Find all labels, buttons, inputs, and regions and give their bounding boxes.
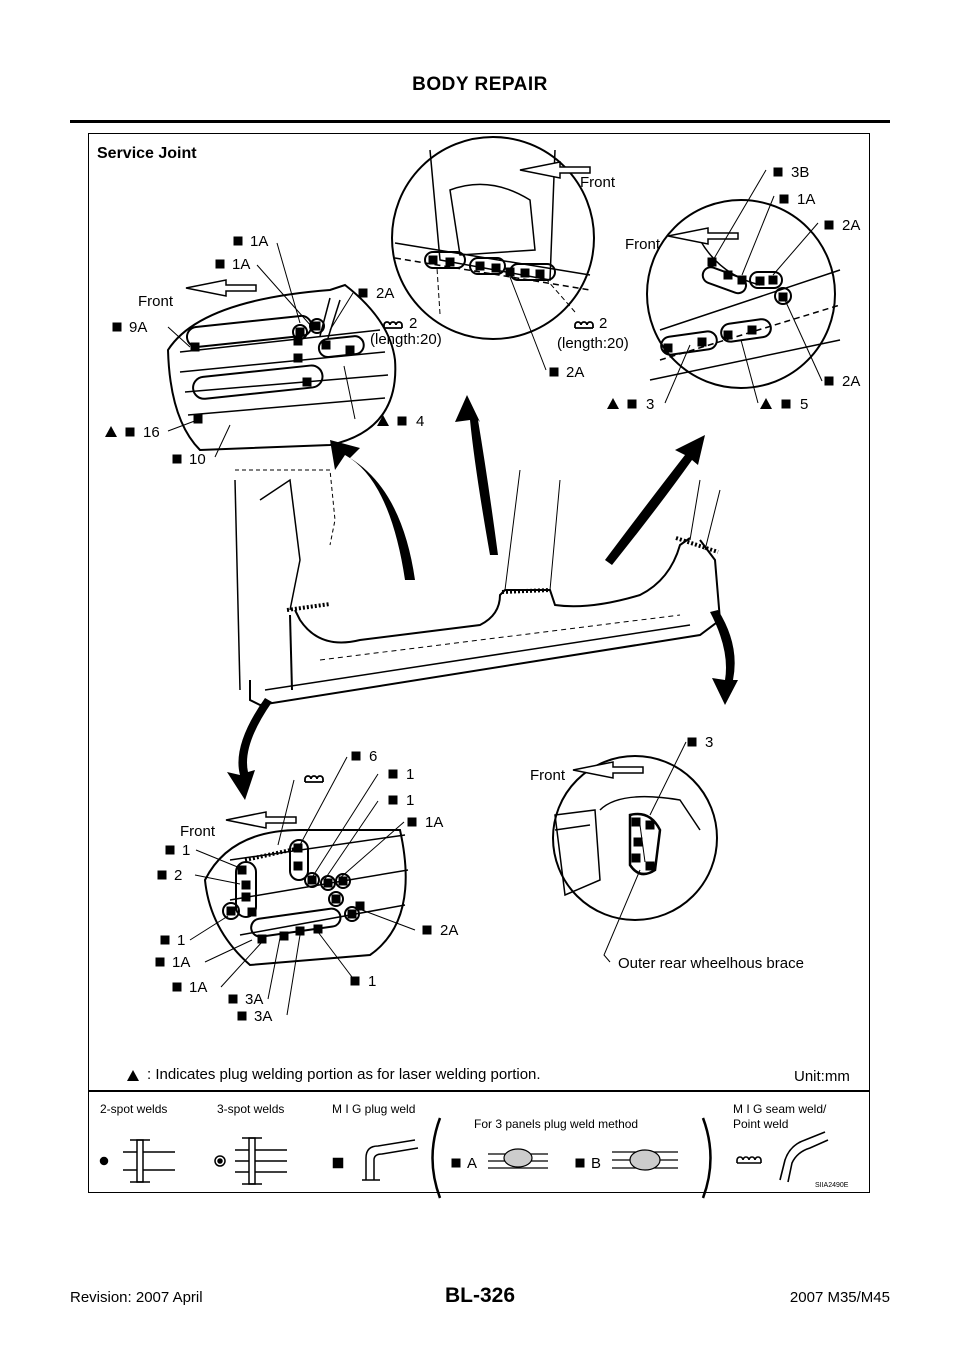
callout-bl-1-a: 1	[406, 766, 414, 783]
mig-seam-icon	[736, 1131, 829, 1183]
two-spot-icon	[99, 1139, 175, 1183]
detail-top-right	[646, 199, 841, 389]
callout-bl-3a-b: 3A	[254, 1008, 272, 1025]
callout-bl-1a-c: 1A	[189, 979, 207, 996]
legend-mig-seam-1: M I G seam weld/	[733, 1102, 827, 1116]
legend-mig-seam-2: Point weld	[733, 1117, 788, 1131]
footer-page-number: BL-326	[444, 1284, 516, 1307]
callout-bl-1a-b: 1A	[172, 954, 190, 971]
callout-tl-16: 16	[143, 424, 160, 441]
callout-tl-1a-b: 1A	[232, 256, 250, 273]
footer-model: 2007 M35/M45	[789, 1289, 890, 1306]
mig-plug-icon	[332, 1139, 419, 1181]
method-b-icon	[612, 1149, 678, 1171]
legend-three-spot: 3-spot welds	[217, 1102, 284, 1116]
legend-two-spot: 2-spot welds	[100, 1102, 167, 1116]
callout-tr-3: 3	[646, 396, 654, 413]
front-arrow-tl	[185, 279, 257, 297]
legend-note: : Indicates plug welding portion as for …	[147, 1066, 541, 1083]
detail-bottom-right	[552, 755, 718, 921]
legend-mig-plug: M I G plug weld	[332, 1102, 415, 1116]
callout-bl-1-e: 1	[368, 973, 376, 990]
front-label-tl: Front	[138, 293, 174, 310]
front-label-tc: Front	[580, 174, 616, 191]
callout-bl-1-d: 1	[177, 932, 185, 949]
callout-tr-2a-a: 2A	[842, 217, 860, 234]
callout-bl-1-c: 1	[182, 842, 190, 859]
method-b-square	[575, 1158, 585, 1168]
callout-tc-2-a: 2	[409, 315, 417, 332]
callout-bl-2: 2	[174, 867, 182, 884]
callout-tl-1a-a: 1A	[250, 233, 268, 250]
plug-weld-triangle-icon	[127, 1070, 139, 1081]
front-arrow-br	[572, 761, 644, 779]
three-spot-icon	[214, 1137, 287, 1185]
callout-tl-10: 10	[189, 451, 206, 468]
footer-revision: Revision: 2007 April	[70, 1289, 203, 1306]
callout-bl-3a-a: 3A	[245, 991, 263, 1008]
unit-label: Unit:mm	[794, 1068, 850, 1085]
section-title: Service Joint	[97, 145, 197, 162]
seam-weld-icon-c	[304, 775, 324, 783]
front-label-bl: Front	[180, 823, 216, 840]
callout-tc-2a: 2A	[566, 364, 584, 381]
legend-three-panel: For 3 panels plug weld method	[474, 1117, 638, 1131]
callout-tl-2a: 2A	[376, 285, 394, 302]
front-label-br: Front	[530, 767, 566, 784]
detail-bottom-left-marks	[226, 843, 365, 944]
front-label-tr: Front	[625, 236, 661, 253]
detail-bottom-left	[203, 829, 409, 967]
page-header-title: BODY REPAIR	[412, 74, 548, 95]
legend-divider	[88, 1090, 870, 1092]
callout-tl-9a: 9A	[129, 319, 147, 336]
three-panel-bracket	[431, 1117, 712, 1199]
callout-tr-1a: 1A	[797, 191, 815, 208]
method-b-label: B	[591, 1155, 601, 1172]
diagram-frame	[88, 133, 870, 1193]
callout-bl-1-b: 1	[406, 792, 414, 809]
figure-id: SIIA2490E	[815, 1182, 849, 1189]
callout-tc-2-b: 2	[599, 315, 607, 332]
callout-bl-1a-a: 1A	[425, 814, 443, 831]
method-a-label: A	[467, 1155, 477, 1172]
callout-tc-length-a: (length:20)	[370, 331, 442, 348]
callout-bl-6: 6	[369, 748, 377, 765]
detail-top-left	[166, 283, 397, 452]
callout-tr-3b: 3B	[791, 164, 809, 181]
seam-weld-icon-b	[574, 321, 594, 329]
body-side-seam-welds	[286, 536, 719, 612]
seam-weld-icon-a	[383, 321, 403, 329]
method-a-icon	[488, 1148, 548, 1169]
callout-br-brace: Outer rear wheelhous brace	[618, 955, 804, 972]
callout-bl-2a: 2A	[440, 922, 458, 939]
callout-br-3: 3	[705, 734, 713, 751]
method-a-square	[451, 1158, 461, 1168]
callout-tl-4: 4	[416, 413, 424, 430]
pointer-arrows	[227, 395, 738, 800]
callout-tr-5: 5	[800, 396, 808, 413]
callout-tr-2a-b: 2A	[842, 373, 860, 390]
header-rule	[70, 120, 890, 123]
callout-tc-length-b: (length:20)	[557, 335, 629, 352]
